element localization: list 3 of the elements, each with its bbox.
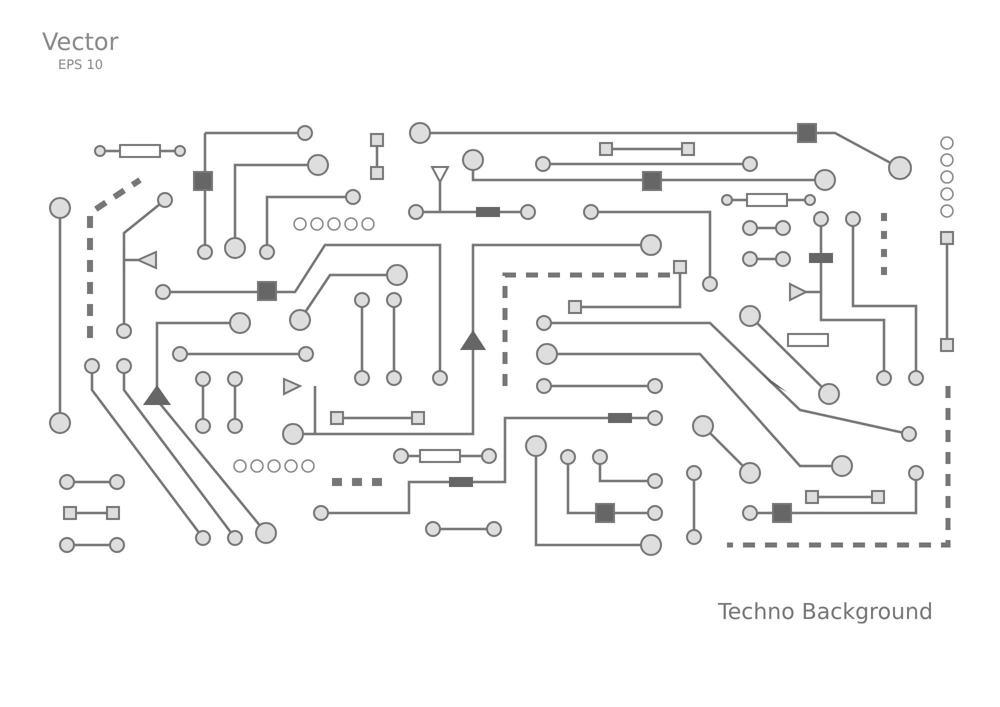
format-note: EPS 10	[58, 58, 103, 73]
heading-text: Vector	[42, 28, 118, 56]
caption-text: Techno Background	[718, 600, 933, 625]
